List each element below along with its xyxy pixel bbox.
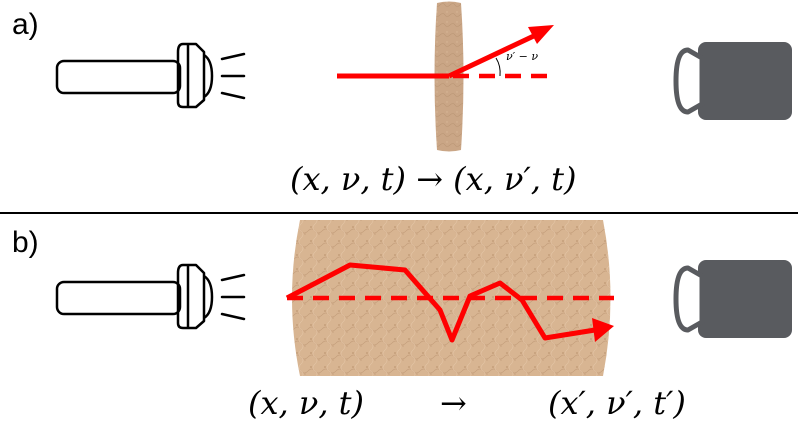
- camera-icon: [673, 42, 792, 120]
- equation-a: (x, ν, t) → (x, ν′, t): [290, 160, 577, 198]
- equation-b-arrow: →: [440, 384, 467, 422]
- angle-arc: [495, 57, 501, 77]
- ray-b: [285, 262, 614, 343]
- flashlight-icon: [55, 263, 214, 330]
- flashlight-icon: [55, 42, 214, 109]
- angle-annotation: ν′ − ν: [506, 50, 539, 63]
- camera-icon: [673, 260, 792, 338]
- panel-b-label: b): [12, 226, 39, 259]
- ray-a: [337, 25, 554, 79]
- equation-b-right: (x′, ν′, t′): [548, 384, 686, 422]
- light-beam-lines-icon: [220, 273, 246, 321]
- equation-b-left: (x, ν, t): [248, 384, 365, 422]
- light-beam-lines-icon: [220, 52, 246, 100]
- panel-a-label: a): [12, 8, 39, 41]
